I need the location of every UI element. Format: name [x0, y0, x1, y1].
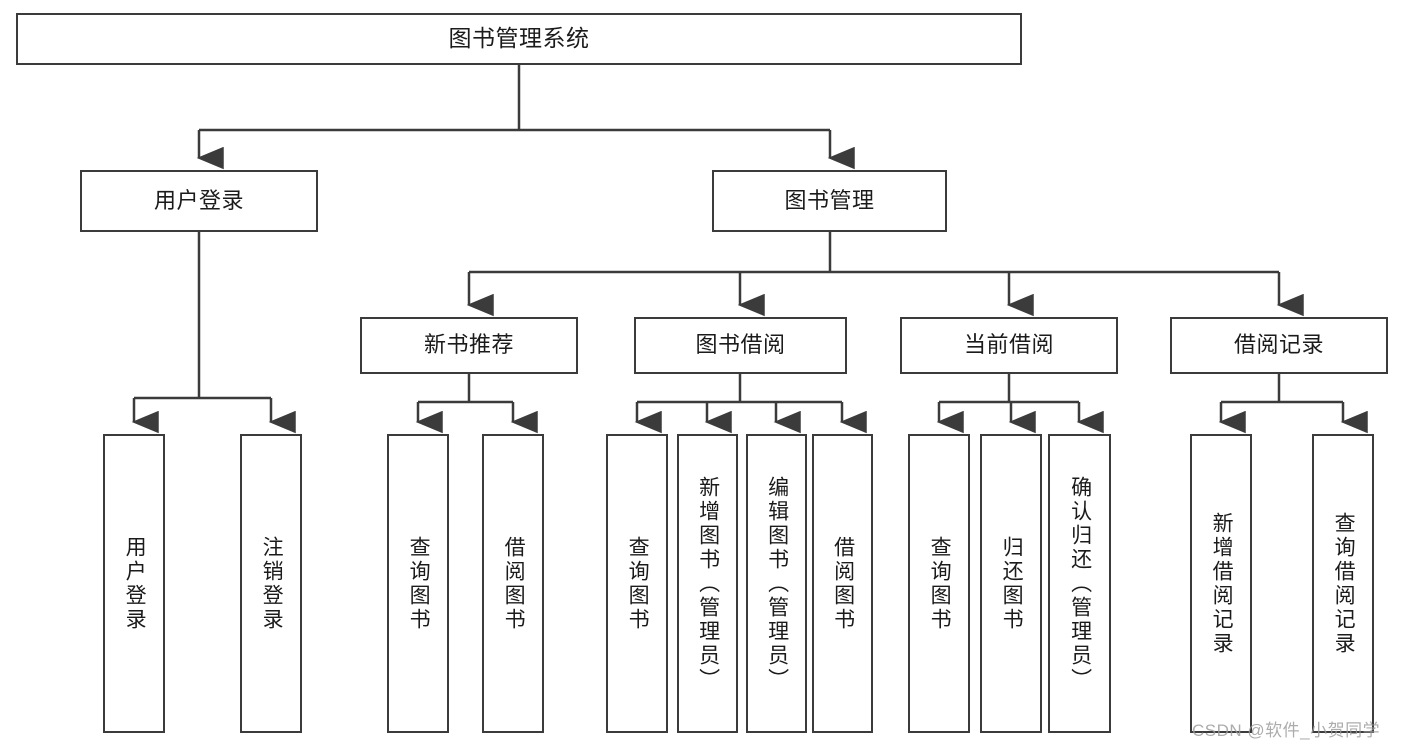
node-label: 新增借阅记录: [1210, 511, 1234, 656]
node-label: 归还图书: [1000, 535, 1024, 632]
node-label: 新书推荐: [423, 332, 514, 358]
leaf-query-book-current[interactable]: 查询图书: [908, 434, 970, 733]
leaf-add-borrow-record[interactable]: 新增借阅记录: [1190, 434, 1252, 733]
node-book-borrow[interactable]: 图书借阅: [634, 317, 847, 374]
node-label: 当前借阅: [963, 332, 1054, 358]
node-label: 查询图书: [928, 535, 952, 632]
node-label: 确认归还（管理员）: [1068, 475, 1092, 692]
node-label: 借阅图书: [502, 535, 526, 632]
node-borrow-record[interactable]: 借阅记录: [1170, 317, 1388, 374]
leaf-query-borrow-record[interactable]: 查询借阅记录: [1312, 434, 1374, 733]
node-label: 用户登录: [123, 535, 147, 632]
leaf-logout-login[interactable]: 注销登录: [240, 434, 302, 733]
node-label: 查询借阅记录: [1332, 511, 1356, 656]
node-label: 图书借阅: [695, 332, 786, 358]
node-label: 用户登录: [153, 187, 244, 213]
node-label: 借阅图书: [831, 535, 855, 632]
leaf-return-book[interactable]: 归还图书: [980, 434, 1042, 733]
leaf-borrow-book[interactable]: 借阅图书: [812, 434, 873, 733]
leaf-borrow-book-newbook[interactable]: 借阅图书: [482, 434, 544, 733]
node-label: 图书管理: [784, 187, 875, 213]
leaf-user-login[interactable]: 用户登录: [103, 434, 165, 733]
leaf-edit-book-admin[interactable]: 编辑图书（管理员）: [746, 434, 807, 733]
node-label: 图书管理系统: [448, 25, 590, 52]
node-new-book-recommend[interactable]: 新书推荐: [360, 317, 578, 374]
node-user-login[interactable]: 用户登录: [80, 170, 318, 232]
node-label: 查询图书: [626, 535, 650, 632]
node-book-management[interactable]: 图书管理: [712, 170, 947, 232]
leaf-query-book-newbook[interactable]: 查询图书: [387, 434, 449, 733]
node-label: 借阅记录: [1233, 332, 1324, 358]
node-root-system[interactable]: 图书管理系统: [16, 13, 1022, 65]
leaf-add-book-admin[interactable]: 新增图书（管理员）: [677, 434, 738, 733]
node-current-borrow[interactable]: 当前借阅: [900, 317, 1118, 374]
leaf-query-book-borrow[interactable]: 查询图书: [606, 434, 668, 733]
node-label: 查询图书: [407, 535, 431, 632]
node-label: 编辑图书（管理员）: [765, 475, 789, 692]
node-label: 新增图书（管理员）: [696, 475, 720, 692]
leaf-confirm-return-admin[interactable]: 确认归还（管理员）: [1048, 434, 1111, 733]
node-label: 注销登录: [260, 535, 284, 632]
